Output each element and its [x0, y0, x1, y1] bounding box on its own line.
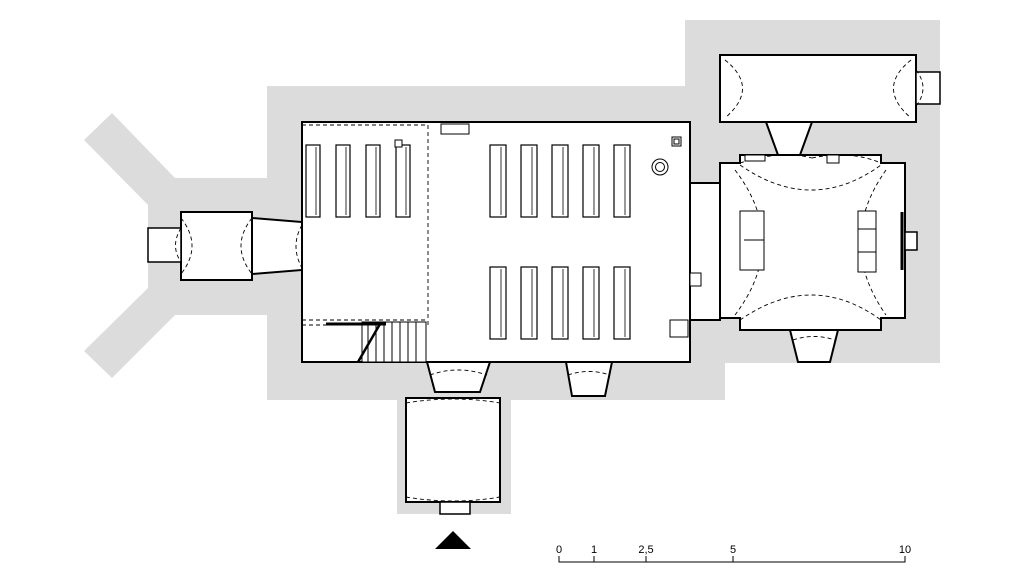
- west-threshold-arc: [175, 227, 182, 263]
- pulpit-box: [669, 319, 689, 338]
- stair: [326, 321, 427, 363]
- pew: [613, 266, 631, 340]
- pew: [489, 266, 507, 340]
- pew: [613, 144, 631, 218]
- annex-vault-west: [724, 59, 743, 119]
- chapel-altar: [857, 210, 877, 273]
- font-inner: [655, 162, 665, 172]
- west-passage: [251, 216, 303, 276]
- chapel-east-stub: [904, 231, 918, 251]
- pew: [520, 144, 538, 218]
- vault-lines: [175, 59, 924, 502]
- chapel-vault-south: [739, 294, 882, 321]
- pew: [305, 144, 321, 218]
- porch-connector: [425, 361, 492, 393]
- pew: [551, 144, 569, 218]
- pews: [305, 144, 631, 340]
- porch-room: [405, 397, 501, 503]
- scale-label-2-5: 2,5: [638, 544, 653, 556]
- porch-arc-north: [405, 398, 501, 404]
- pew: [365, 144, 381, 218]
- pew: [551, 266, 569, 340]
- south-niche-arc: [567, 371, 611, 376]
- pew: [582, 144, 600, 218]
- pew: [520, 266, 538, 340]
- small-square-fixture: [394, 139, 403, 148]
- pew: [335, 144, 351, 218]
- chapel-arc-ne: [811, 154, 882, 164]
- annex-vault-east: [893, 59, 912, 119]
- east-wall-box: [689, 272, 702, 287]
- scale-label-0: 0: [556, 544, 562, 556]
- pew: [489, 144, 507, 218]
- entrance-arrow-icon: [435, 531, 471, 549]
- pew-kneelers: [315, 147, 626, 337]
- scale-label-10: 10: [899, 544, 911, 556]
- external-details: [147, 71, 941, 515]
- fixtures: [394, 123, 904, 338]
- porch-threshold: [439, 501, 471, 515]
- scale-bar: [558, 556, 906, 563]
- porch-arc-south: [405, 496, 501, 502]
- chapel-south-niche: [788, 329, 840, 363]
- porch-connector-arc: [429, 369, 488, 376]
- nave-east-connector: [689, 182, 721, 321]
- chapel-nw-fixture: [744, 154, 766, 162]
- west-passage-arc: [295, 224, 303, 269]
- scale-labels: 0 1 2,5 5 10: [556, 544, 911, 556]
- north-annex-room: [719, 54, 917, 123]
- pew: [582, 266, 600, 340]
- annex-east-step: [915, 71, 941, 105]
- stair-outline: [361, 321, 427, 363]
- annex-vault-east-outer: [915, 69, 924, 107]
- west-threshold: [147, 227, 182, 263]
- pew: [395, 144, 411, 218]
- chapel-vault-north: [739, 164, 882, 191]
- scale-label-5: 5: [730, 544, 736, 556]
- annex-link: [764, 121, 814, 156]
- scale-bar-line: [558, 556, 906, 563]
- chapel-north-fixture: [826, 154, 840, 164]
- chapel-niche-arc: [792, 336, 836, 341]
- corner-fixture-inner: [673, 138, 680, 145]
- vestibule-vault-east: [240, 217, 253, 275]
- scale-label-1: 1: [591, 544, 597, 556]
- stair-diagonal: [356, 323, 382, 363]
- vestibule-vault-west: [180, 217, 193, 275]
- west-vestibule-room: [180, 211, 253, 281]
- north-window-box: [440, 123, 470, 135]
- south-niche: [564, 361, 614, 397]
